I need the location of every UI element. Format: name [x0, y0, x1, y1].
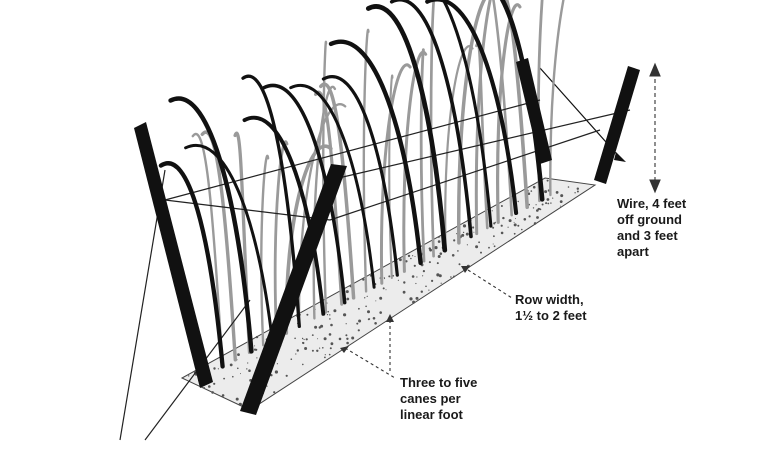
gray-cane: [456, 0, 487, 245]
row-width-label: Row width, 1½ to 2 feet: [515, 292, 587, 324]
gray-cane: [362, 28, 370, 293]
leader-arrowheads: [340, 266, 470, 353]
gray-cane: [496, 3, 522, 224]
gray-cane: [319, 82, 356, 300]
cane-density-label: Three to five canes per linear foot: [400, 375, 477, 423]
gray-cane: [549, 0, 565, 197]
black-cane: [441, 0, 493, 228]
black-cane: [321, 75, 399, 277]
wire-label-line-1: Wire, 4 feet: [617, 196, 687, 211]
black-cane: [365, 4, 448, 253]
black-cane: [262, 83, 347, 305]
black-cane: [425, 0, 519, 216]
wire-height-arrow: [649, 62, 661, 194]
black-cane: [289, 84, 376, 289]
black-cane: [389, 0, 473, 239]
canes-leader-diagonal: [344, 347, 396, 379]
wire-label-line-2: off ground: [617, 212, 682, 227]
black-cane: [158, 161, 225, 369]
black-cane: [242, 116, 326, 316]
cane-label-line-3: linear foot: [400, 407, 463, 422]
row-width-label-line-2: 1½ to 2 feet: [515, 308, 587, 323]
cane-label-line-1: Three to five: [400, 375, 478, 390]
black-cane: [328, 39, 423, 266]
wire-label-line-3: and 3 feet: [617, 228, 678, 243]
row-width-label-line-1: Row width,: [515, 292, 584, 307]
post-left-back: [516, 58, 552, 164]
lower-wire-near: [164, 199, 331, 221]
cane-label-line-2: canes per: [400, 391, 461, 406]
wire-label-line-4: apart: [617, 244, 649, 259]
trellis-posts: [134, 58, 640, 415]
post-right-front: [240, 164, 347, 415]
post-left-front: [134, 122, 213, 388]
gray-cane: [273, 140, 289, 340]
post-right-back: [594, 66, 640, 184]
wire-spacing-label: Wire, 4 feet off ground and 3 feet apart: [617, 196, 686, 260]
row-width-leader: [467, 269, 513, 299]
gray-cane: [444, 45, 474, 251]
gray-cane: [312, 85, 337, 320]
leader-lines: [344, 269, 513, 379]
gray-cane: [388, 74, 394, 280]
black-cane: [184, 144, 274, 342]
gray-cane: [260, 154, 270, 347]
